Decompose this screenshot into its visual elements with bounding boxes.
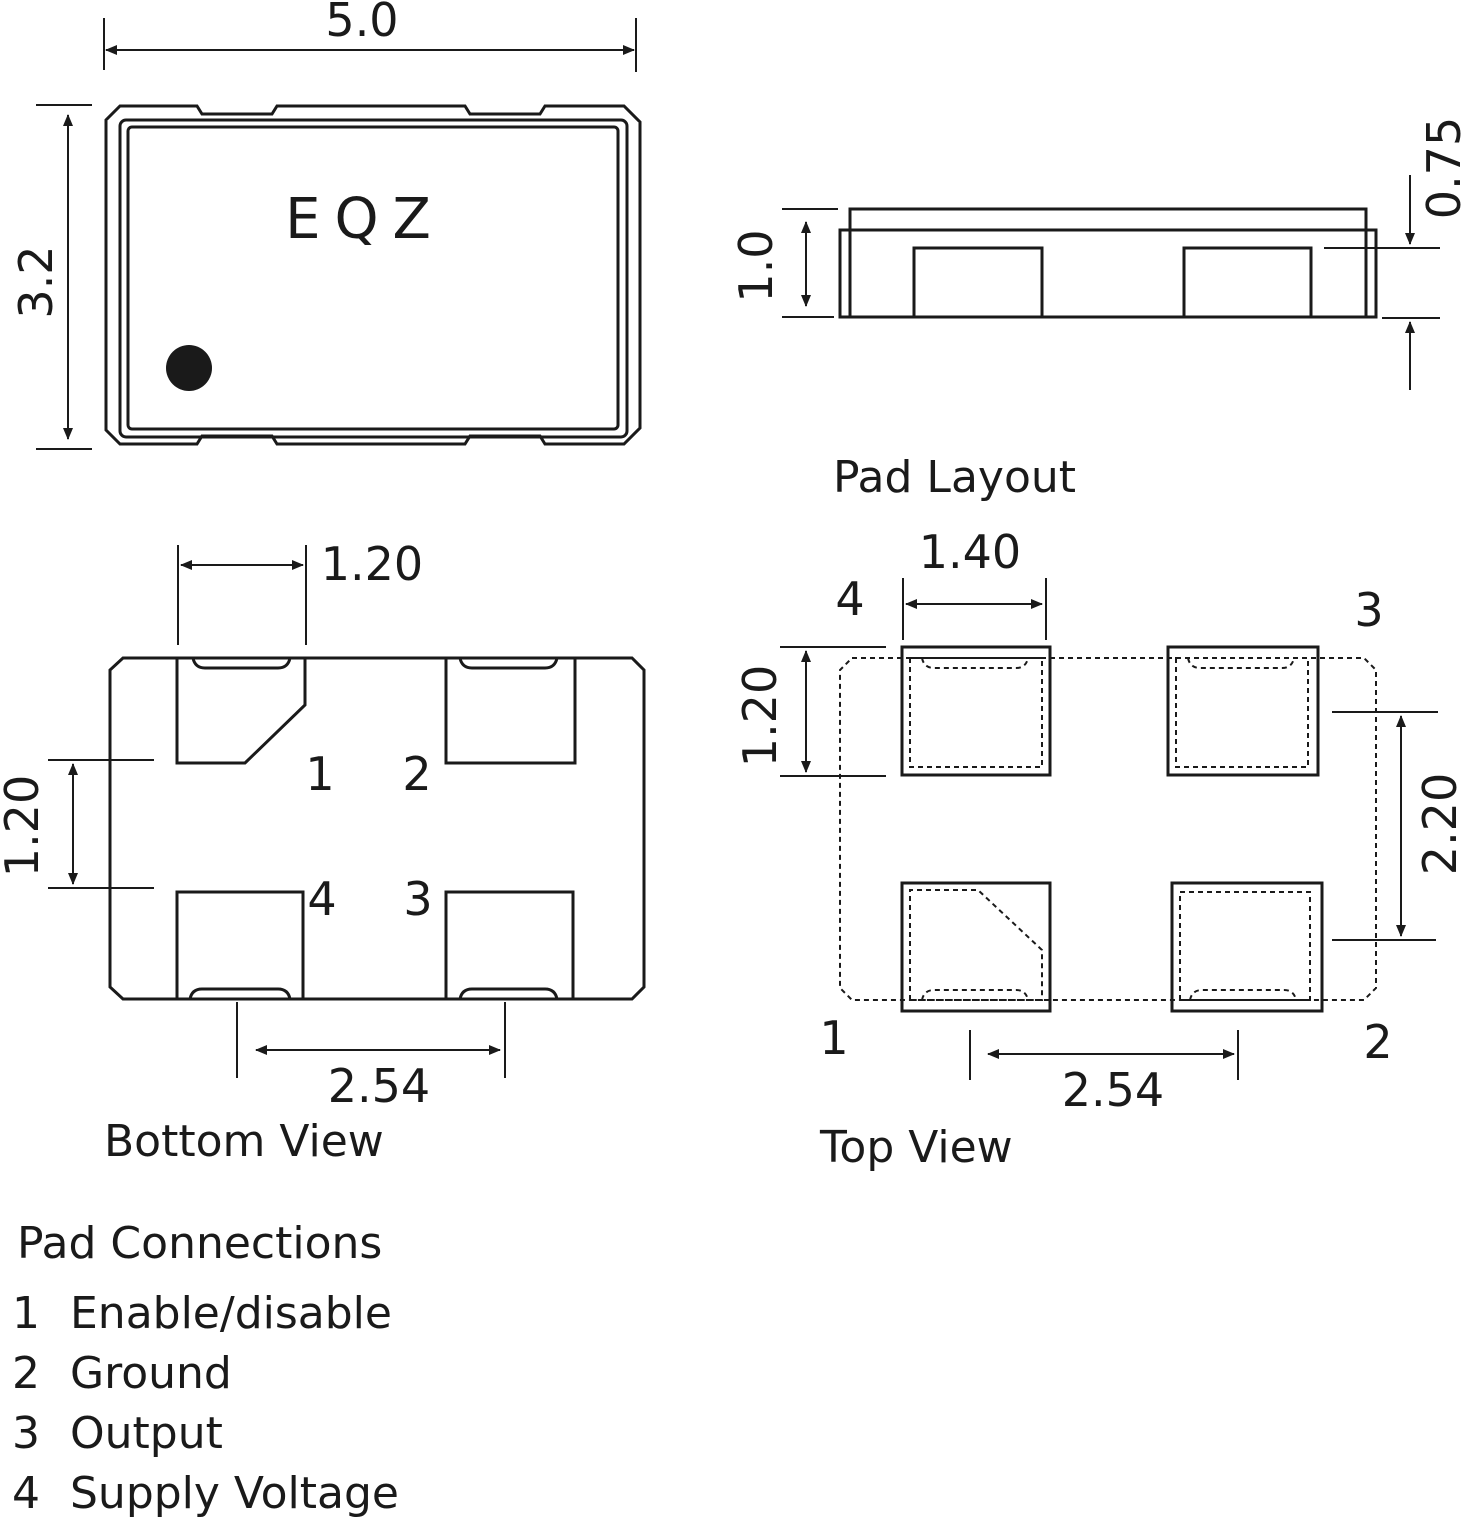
pad-4-footprint [909, 657, 1043, 768]
layout-pin-1: 1 [819, 1011, 848, 1065]
land-pad-4 [900, 645, 1052, 777]
dim-pad-height-label: 1.20 [0, 775, 49, 877]
layout-pin-4: 4 [835, 572, 864, 626]
dim-land-width-label: 1.40 [919, 525, 1021, 579]
connection-name: Ground [70, 1348, 232, 1399]
pad-layout: Pad Layout 4 3 1 2 1.40 1.20 2.20 [733, 452, 1464, 1173]
pad-3-footprint [1175, 657, 1309, 768]
dim-width-label: 5.0 [325, 0, 398, 47]
land-pad-3 [1166, 645, 1320, 777]
dim-height-label: 3.2 [9, 245, 63, 318]
marking-text: EQZ [285, 187, 445, 252]
package-top-view: EQZ 5.0 3.2 [9, 0, 642, 450]
bottom-pin-2: 2 [402, 747, 431, 801]
layout-pin-3: 3 [1354, 583, 1383, 637]
side-pad-left [912, 246, 1044, 319]
pad-connections: Pad Connections 1 Enable/disable 2 Groun… [12, 1218, 399, 1519]
dim-pad-height-label: 0.75 [1417, 117, 1464, 219]
pin1-dot [166, 345, 212, 391]
bottom-pin-1: 1 [305, 747, 334, 801]
top-view-title: Top View [819, 1122, 1013, 1173]
land-pad-1 [900, 881, 1052, 1013]
connection-num: 2 [12, 1348, 40, 1399]
pad-1-footprint [909, 889, 1043, 1001]
bottom-pad-3 [444, 890, 575, 1000]
bottom-pin-3: 3 [403, 872, 432, 926]
dim-pitch-label: 2.54 [328, 1059, 430, 1113]
package-side-view: 1.0 0.75 [729, 117, 1464, 390]
side-base [838, 228, 1378, 319]
footprint-outline [839, 657, 1377, 1001]
dim-side-height-label: 1.0 [729, 229, 783, 302]
bottom-pad-2 [444, 657, 577, 765]
bottom-view: 1 2 4 3 1.20 1.20 2.54 Bottom View [0, 537, 646, 1167]
bottom-pad-1 [175, 657, 307, 765]
connection-name: Enable/disable [70, 1288, 392, 1339]
pad-connections-title: Pad Connections [17, 1218, 382, 1269]
dim-pad-width-label: 1.20 [321, 537, 423, 591]
bottom-view-title: Bottom View [104, 1116, 384, 1167]
dim-row-spacing-label: 2.20 [1413, 773, 1464, 875]
bottom-outline [108, 656, 646, 1001]
lid-inner [126, 125, 620, 431]
dim-land-height-label: 1.20 [733, 665, 787, 767]
connection-name: Supply Voltage [70, 1468, 399, 1519]
connection-num: 3 [12, 1408, 40, 1459]
dim-land-pitch-label: 2.54 [1062, 1063, 1164, 1117]
package-outline [104, 104, 642, 446]
connection-num: 1 [12, 1288, 40, 1339]
connection-name: Output [70, 1408, 223, 1459]
connection-num: 4 [12, 1468, 40, 1519]
layout-pin-2: 2 [1363, 1015, 1392, 1069]
side-pad-right [1182, 246, 1313, 319]
land-pad-2 [1170, 881, 1324, 1013]
pad-2-footprint [1179, 891, 1311, 1001]
bottom-pin-4: 4 [307, 872, 336, 926]
side-lid [848, 207, 1368, 319]
bottom-pad-4 [175, 890, 305, 1000]
lid-outer [118, 118, 629, 439]
pad-layout-title: Pad Layout [833, 452, 1076, 503]
